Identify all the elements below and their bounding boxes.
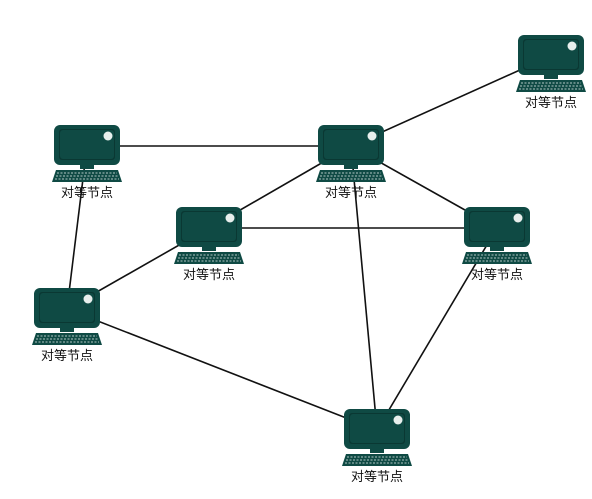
computer-icon: [462, 207, 532, 264]
peer-node: 对等节点: [50, 124, 124, 210]
connection-line: [350, 55, 552, 147]
peer-node-label: 对等节点: [324, 186, 377, 201]
peer-node-label: 对等节点: [350, 470, 403, 485]
computer-icon: [52, 125, 122, 182]
peer-node-label: 对等节点: [470, 268, 523, 283]
peer-node: 对等节点: [460, 206, 534, 292]
peer-node: 对等节点: [172, 206, 246, 292]
peer-node-label: 对等节点: [60, 186, 113, 201]
peer-node: 对等节点: [30, 287, 104, 373]
computer-icon: [316, 125, 386, 182]
connection-line: [66, 308, 378, 431]
computer-icon: [516, 35, 586, 92]
peer-node-label: 对等节点: [524, 96, 577, 111]
computer-icon: [342, 409, 412, 466]
peer-node-label: 对等节点: [40, 349, 93, 364]
peer-node: 对等节点: [314, 124, 388, 210]
computer-icon: [174, 207, 244, 264]
peer-node: 对等节点: [514, 34, 588, 120]
peer-node-label: 对等节点: [182, 268, 235, 283]
peer-node: 对等节点: [340, 408, 414, 494]
computer-icon: [32, 288, 102, 345]
connection-line: [350, 145, 378, 431]
